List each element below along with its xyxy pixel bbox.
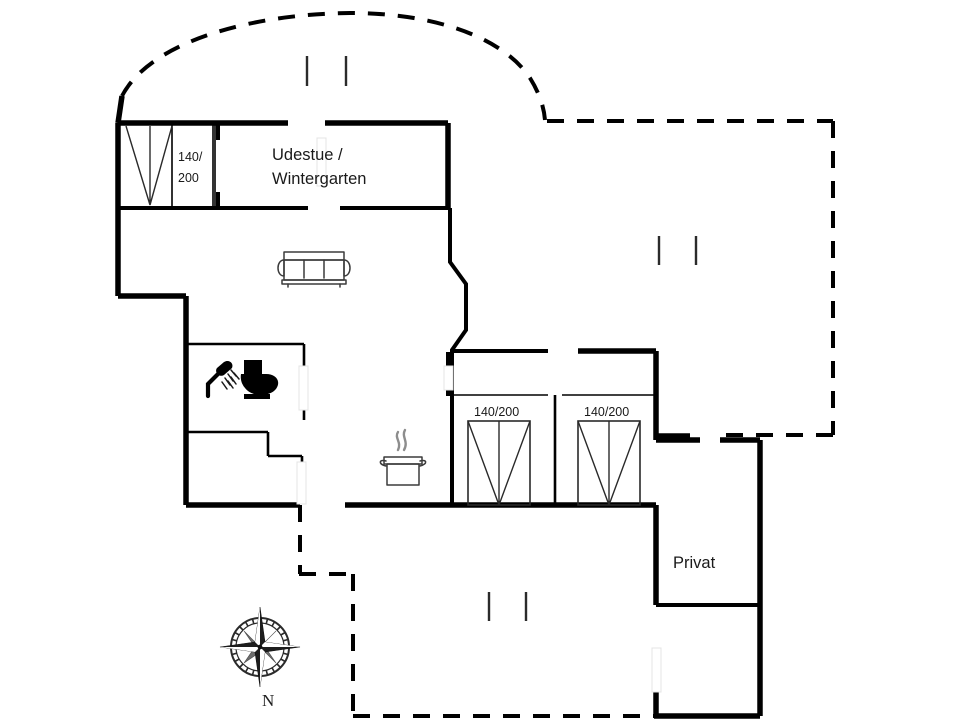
bed-right-diagonals	[577, 420, 641, 506]
compass-needle-highlight-2	[260, 647, 265, 687]
toilet-icon	[240, 360, 279, 399]
sofa-arm-left	[277, 259, 285, 277]
door-opening-center-partition	[443, 365, 454, 391]
sofa-icon	[277, 251, 351, 288]
shower-icon	[205, 360, 240, 399]
compass-needle-highlight-4	[260, 642, 300, 647]
toilet-bowl	[240, 374, 279, 395]
bed-center	[467, 420, 531, 506]
room-label-privat: Privat	[673, 554, 716, 572]
door-opening-privat	[651, 647, 662, 693]
door-opening-wintergarten	[316, 137, 327, 187]
compass-center-dot	[257, 644, 263, 650]
toilet-base	[244, 394, 270, 399]
shower-spray	[221, 369, 240, 390]
bed-top-left-diagonals	[125, 125, 173, 206]
room-label-udestue-line1: Udestue /	[272, 146, 343, 164]
compass-needle-highlight-3	[220, 647, 260, 652]
compass-rose-icon	[219, 606, 301, 688]
door-opening-bathroom	[298, 365, 309, 411]
toilet-cistern	[244, 360, 262, 374]
sofa-base	[281, 279, 347, 285]
shower-arm	[205, 369, 223, 399]
door-openings-group	[296, 137, 662, 693]
room-label-udestue-line2: Wintergarten	[272, 170, 366, 188]
sofa-seat	[283, 259, 345, 281]
steam-right	[402, 428, 407, 452]
dashed-outline-group	[120, 10, 835, 718]
sofa-arm-right	[343, 259, 351, 277]
bed-center-diagonals	[467, 420, 531, 506]
bed-top-left	[125, 125, 173, 206]
compass-needle-highlight	[255, 607, 260, 647]
bed-size-label-top-left-line1: 140/	[178, 150, 203, 164]
bed-size-label-right: 140/200	[584, 405, 629, 419]
cooking-pot-icon	[379, 428, 427, 486]
window-marks-group	[305, 56, 698, 621]
door-opening-utility	[296, 461, 307, 505]
solid-walls-group	[115, 95, 763, 719]
bed-right	[577, 420, 641, 506]
pot-rim	[383, 456, 423, 465]
pot-body	[386, 463, 420, 486]
wall-outer-left-top	[115, 95, 125, 124]
toilet-lid	[250, 360, 256, 365]
bed-size-label-center: 140/200	[474, 405, 519, 419]
sofa-back	[283, 251, 345, 261]
steam-left	[395, 430, 401, 452]
bed-size-label-top-left-line2: 200	[178, 171, 199, 185]
compass-north-label: N	[262, 691, 274, 710]
dashed-arc-top	[120, 10, 547, 121]
